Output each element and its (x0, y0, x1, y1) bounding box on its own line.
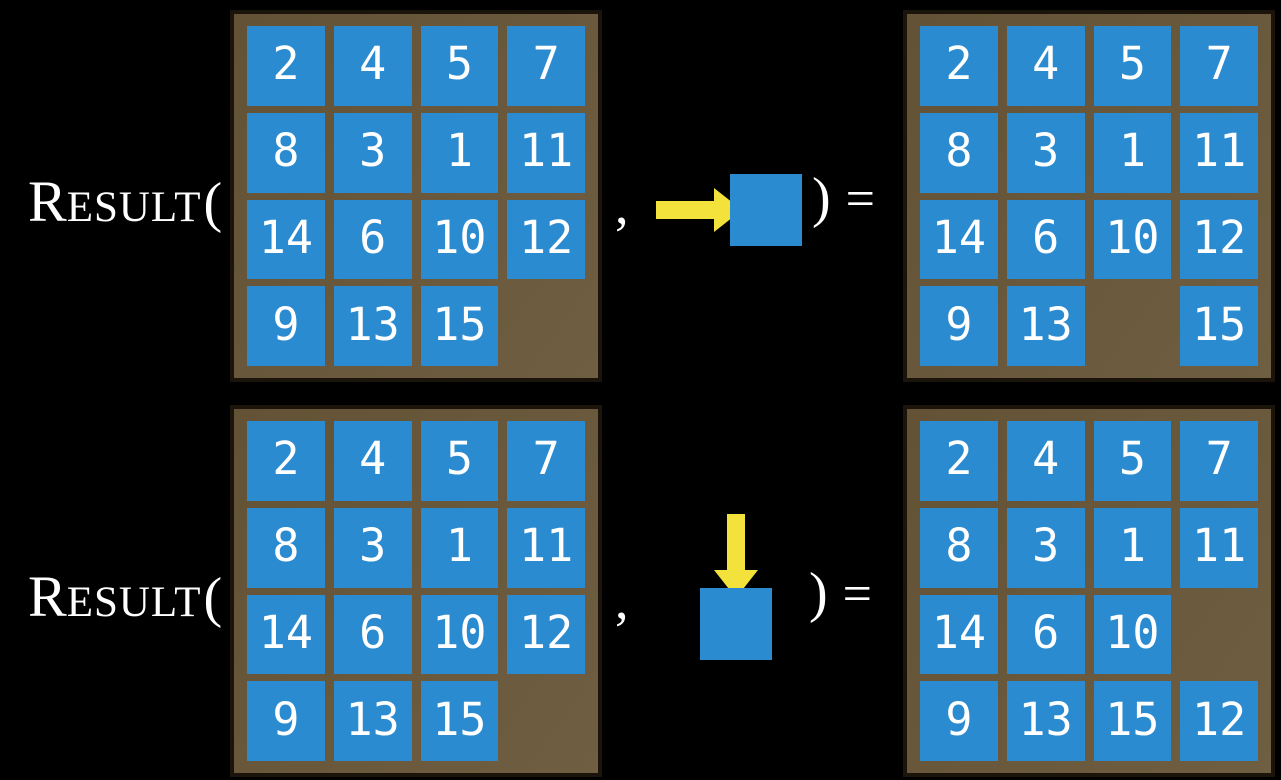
puzzle-tile: 9 (920, 286, 998, 366)
puzzle-tile: 8 (920, 112, 998, 193)
puzzle-tile: 12 (507, 594, 585, 675)
function-name-rest: ESULT (66, 184, 202, 231)
blank-cell (507, 286, 585, 366)
puzzle-tile: 8 (247, 112, 325, 193)
puzzle-tile: 7 (1180, 421, 1258, 501)
open-paren: ( (203, 567, 223, 629)
puzzle-tile: 10 (420, 199, 499, 280)
tile-icon (700, 588, 772, 660)
puzzle-tile: 10 (420, 594, 499, 675)
puzzle-tile: 12 (507, 199, 585, 280)
puzzle-tile: 13 (333, 681, 412, 761)
puzzle-tile: 6 (1006, 594, 1085, 675)
function-name-initial: R (28, 169, 67, 234)
puzzle-tile: 2 (247, 421, 325, 501)
puzzle-tile: 7 (1180, 26, 1258, 106)
close-paren: ) (812, 167, 831, 229)
argument-separator-comma: , (615, 175, 629, 235)
puzzle-tile: 4 (333, 421, 412, 501)
equals-sign: = (845, 171, 875, 228)
puzzle-tile: 6 (1006, 199, 1085, 280)
puzzle-tile: 11 (1180, 112, 1258, 193)
puzzle-tile: 8 (920, 507, 998, 588)
puzzle-tile: 13 (1006, 286, 1085, 366)
input-board-row2: 2 4 5 7 8 3 1 11 14 6 10 12 9 13 15 (230, 405, 602, 777)
puzzle-tile: 5 (420, 26, 499, 106)
puzzle-tile: 10 (1093, 199, 1172, 280)
puzzle-tile: 5 (1093, 26, 1172, 106)
puzzle-tile: 13 (333, 286, 412, 366)
action-move-down (700, 514, 772, 660)
puzzle-tile: 7 (507, 26, 585, 106)
puzzle-tile: 7 (507, 421, 585, 501)
puzzle-tile: 9 (247, 286, 325, 366)
puzzle-tile: 9 (247, 681, 325, 761)
puzzle-tile: 4 (333, 26, 412, 106)
puzzle-tile: 12 (1180, 199, 1258, 280)
close-paren-equals: )= (812, 166, 875, 230)
puzzle-tile: 1 (1093, 112, 1172, 193)
puzzle-tile: 4 (1006, 26, 1085, 106)
puzzle-tile: 2 (247, 26, 325, 106)
action-move-right (656, 174, 802, 246)
puzzle-tile: 15 (1093, 681, 1172, 761)
puzzle-tile: 6 (333, 594, 412, 675)
arrow-down-icon (714, 514, 758, 598)
puzzle-tile: 5 (1093, 421, 1172, 501)
puzzle-tile: 2 (920, 26, 998, 106)
puzzle-tile: 1 (420, 507, 499, 588)
blank-cell (1094, 286, 1172, 366)
puzzle-tile: 5 (420, 421, 499, 501)
puzzle-tile: 1 (420, 112, 499, 193)
puzzle-tile: 15 (1180, 286, 1258, 366)
puzzle-tile: 14 (920, 594, 998, 675)
puzzle-tile: 14 (247, 199, 325, 280)
puzzle-tile: 2 (920, 421, 998, 501)
result-function-label: RESULT( (28, 168, 222, 235)
open-paren: ( (203, 172, 223, 234)
puzzle-tile: 10 (1093, 594, 1172, 675)
function-name-rest: ESULT (66, 579, 202, 626)
result-function-label: RESULT( (28, 563, 222, 630)
input-board-row1: 2 4 5 7 8 3 1 11 14 6 10 12 9 13 15 (230, 10, 602, 382)
blank-cell (507, 681, 585, 761)
puzzle-tile: 14 (247, 594, 325, 675)
puzzle-tile: 14 (920, 199, 998, 280)
puzzle-tile: 11 (507, 507, 585, 588)
close-paren: ) (809, 562, 828, 624)
tile-icon (730, 174, 802, 246)
puzzle-tile: 4 (1006, 421, 1085, 501)
equals-sign: = (842, 566, 872, 623)
puzzle-tile: 12 (1180, 681, 1258, 761)
result-board-row2: 2 4 5 7 8 3 1 11 14 6 10 9 13 15 12 (903, 405, 1275, 777)
puzzle-tile: 3 (333, 507, 412, 588)
blank-cell (1180, 595, 1258, 675)
result-board-row1: 2 4 5 7 8 3 1 11 14 6 10 12 9 13 15 (903, 10, 1275, 382)
puzzle-tile: 9 (920, 681, 998, 761)
puzzle-tile: 11 (507, 112, 585, 193)
argument-separator-comma: , (615, 570, 629, 630)
puzzle-tile: 1 (1093, 507, 1172, 588)
puzzle-tile: 3 (1006, 112, 1085, 193)
puzzle-tile: 13 (1006, 681, 1085, 761)
puzzle-tile: 6 (333, 199, 412, 280)
puzzle-tile: 8 (247, 507, 325, 588)
puzzle-tile: 3 (1006, 507, 1085, 588)
puzzle-tile: 15 (420, 286, 499, 366)
puzzle-tile: 3 (333, 112, 412, 193)
puzzle-tile: 15 (420, 681, 499, 761)
close-paren-equals: )= (809, 561, 872, 625)
arrow-right-icon (656, 188, 742, 232)
function-name-initial: R (28, 564, 67, 629)
puzzle-tile: 11 (1180, 507, 1258, 588)
